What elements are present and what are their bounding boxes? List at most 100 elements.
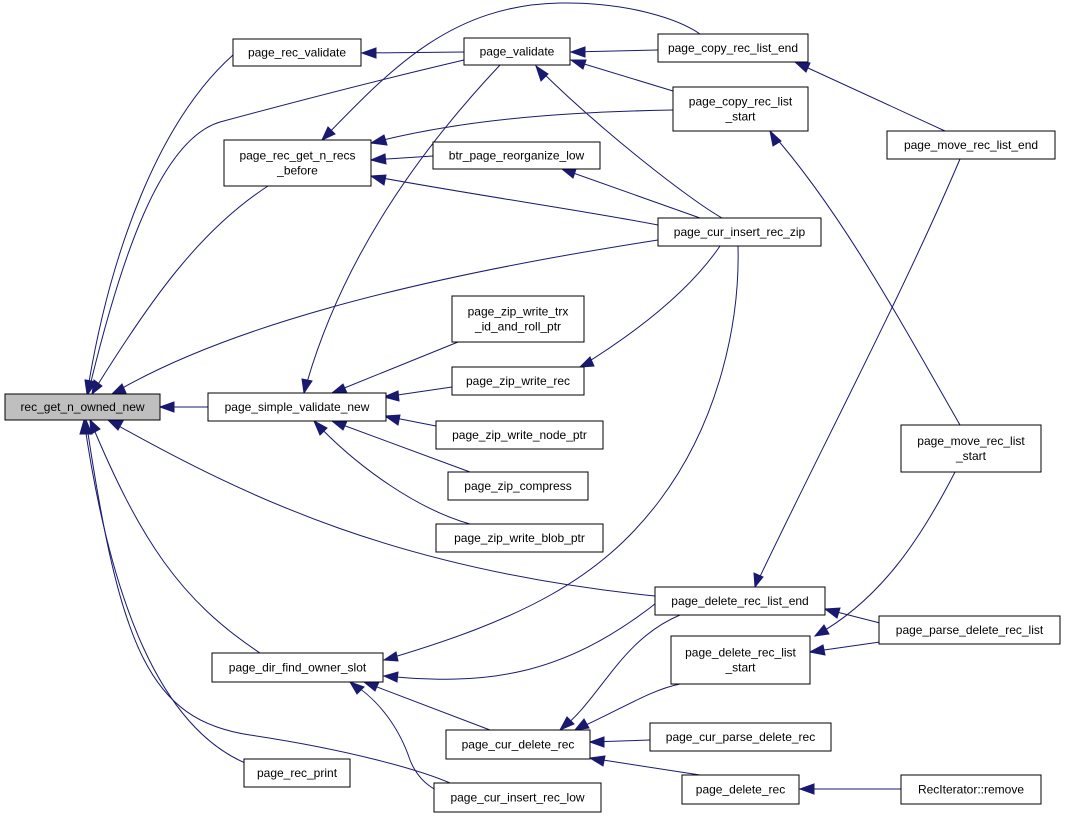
node-prv[interactable]: page_rec_validate (232, 38, 362, 67)
edge-line (303, 64, 501, 394)
edge-line (89, 419, 261, 654)
arrowhead-icon (360, 47, 377, 59)
edge-line (570, 59, 674, 92)
node-box (657, 217, 822, 247)
node-pzwt[interactable]: page_zip_write_trx_id_and_roll_ptr (451, 295, 585, 343)
arrowhead-icon (560, 168, 577, 179)
edge-pmrle-pdrle (753, 158, 961, 589)
node-box (433, 782, 602, 813)
node-pzc[interactable]: page_zip_compress (447, 471, 589, 501)
node-pdrle[interactable]: page_delete_rec_list_end (654, 586, 826, 616)
edge-pcrls-pv (569, 59, 674, 92)
arrowhead-icon (382, 671, 399, 683)
node-pcrls[interactable]: page_copy_rec_list_start (672, 86, 809, 132)
edge-pdrls-pcdr (573, 683, 681, 731)
node-label: _id_and_roll_ptr (474, 320, 561, 334)
node-box (900, 424, 1042, 473)
node-ppdrl[interactable]: page_parse_delete_rec_list (878, 615, 1061, 645)
edge-line (107, 419, 656, 597)
node-pzwr[interactable]: page_zip_write_rec (451, 366, 585, 396)
arrowhead-icon (362, 681, 380, 692)
node-label: page_dir_find_owner_slot (229, 661, 367, 675)
edge-pzwbp-psvn (312, 419, 471, 525)
edge-line (331, 341, 459, 394)
arrowhead-icon (823, 607, 841, 619)
node-label: page_delete_rec (696, 783, 785, 797)
edge-pdrle-pdfos (382, 599, 661, 683)
node-box (681, 774, 800, 805)
edge-ritr-pdr (798, 783, 901, 795)
arrowhead-icon (813, 624, 830, 637)
node-pdrls[interactable]: page_delete_rec_list_start (670, 635, 811, 685)
node-label: page_delete_rec_list_end (671, 594, 808, 608)
arrowhead-icon (573, 718, 590, 731)
node-box (463, 37, 571, 66)
node-pdr[interactable]: page_delete_rec (681, 774, 800, 805)
edge-pcrle-pv (569, 46, 659, 58)
edge-line (361, 51, 465, 54)
edge-line (561, 168, 701, 219)
arrowhead-icon (81, 418, 93, 435)
node-box (232, 38, 362, 67)
node-ritr[interactable]: RecIterator::remove (900, 774, 1042, 805)
node-pcrle[interactable]: page_copy_rec_list_end (657, 33, 809, 63)
arrowhead-icon (382, 390, 400, 402)
edge-ppdrl-pdrls (808, 641, 881, 656)
arrowhead-icon (369, 153, 387, 165)
node-bpro[interactable]: btr_page_reorganize_low (432, 141, 601, 170)
edge-pcirz-pdfos (382, 245, 739, 662)
node-box (451, 295, 585, 343)
node-label: page_zip_write_trx (468, 305, 569, 319)
node-pmrle[interactable]: page_move_rec_list_end (886, 130, 1056, 160)
edge-pcrle-prgnr (320, 2, 701, 142)
edge-pv-root (85, 59, 465, 396)
node-root[interactable]: rec_get_n_owned_new (4, 393, 161, 421)
node-pzwbp[interactable]: page_zip_write_blob_ptr (435, 523, 604, 553)
arrowhead-icon (369, 174, 387, 186)
edge-ppdrl-pdrle (823, 607, 881, 624)
node-box (657, 33, 809, 63)
arrowhead-icon (798, 783, 815, 795)
arrowhead-icon (91, 379, 103, 396)
node-label: page_copy_rec_list_end (668, 41, 798, 55)
node-label: page_copy_rec_list (689, 95, 793, 109)
arrowhead-icon (158, 401, 175, 413)
arrowhead-icon (106, 419, 124, 431)
node-pzwnp[interactable]: page_zip_write_node_ptr (435, 420, 604, 450)
node-box (432, 141, 601, 170)
node-psvn[interactable]: page_simple_validate_new (207, 392, 387, 422)
node-pdfos[interactable]: page_dir_find_owner_slot (211, 652, 384, 683)
arrowhead-icon (769, 129, 782, 147)
edge-line (370, 109, 674, 144)
edge-pmrls-pdrls (813, 471, 956, 637)
node-box (207, 392, 387, 422)
node-label: page_delete_rec_list (685, 646, 796, 660)
node-box (445, 729, 591, 760)
node-pcpdr[interactable]: page_cur_parse_delete_rec (649, 722, 832, 752)
node-pmrls[interactable]: page_move_rec_list_start (900, 424, 1042, 473)
edge-pcirl-pdfos (348, 681, 461, 798)
node-label: page_rec_print (257, 766, 338, 780)
node-prgnr[interactable]: page_rec_get_n_recs_before (223, 139, 372, 187)
node-pcdr[interactable]: page_cur_delete_rec (445, 729, 591, 760)
edge-line (91, 185, 269, 395)
node-pv[interactable]: page_validate (463, 37, 571, 66)
node-box (223, 139, 372, 187)
node-label: page_parse_delete_rec_list (896, 623, 1044, 637)
node-pcirz[interactable]: page_cur_insert_rec_zip (657, 217, 822, 247)
edge-line (574, 683, 681, 731)
arrowhead-icon (793, 61, 811, 73)
edge-pzwt-psvn (330, 341, 459, 394)
edge-pzwnp-psvn (383, 414, 437, 427)
edge-line (579, 245, 721, 368)
edge-pdfos-root (89, 418, 261, 654)
arrowhead-icon (588, 736, 605, 748)
edge-line (313, 420, 471, 525)
edge-psvn-root (158, 401, 208, 413)
arrowhead-icon (383, 414, 401, 426)
edge-pv-psvn (301, 64, 501, 395)
node-pcirl[interactable]: page_cur_insert_rec_low (433, 782, 602, 813)
node-label: page_zip_compress (464, 479, 571, 493)
edge-line (111, 239, 659, 395)
node-prp[interactable]: page_rec_print (243, 758, 351, 788)
